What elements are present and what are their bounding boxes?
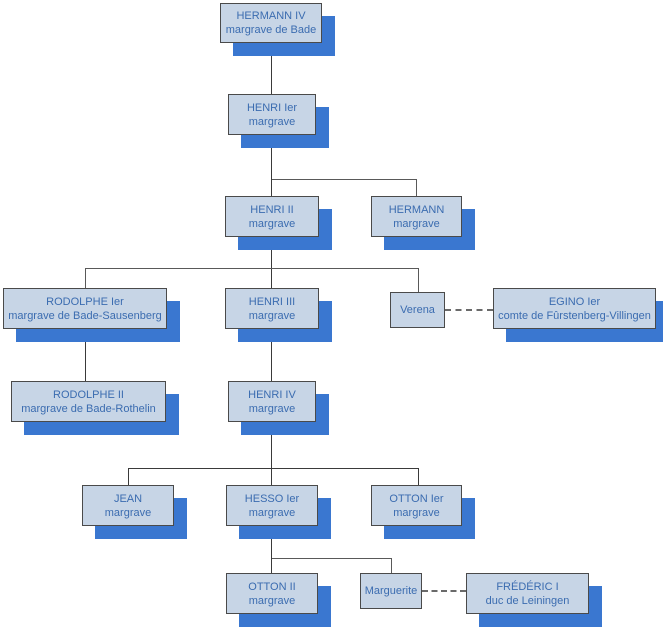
- node-label-secondary: margrave: [248, 402, 296, 415]
- marriage-marguerite-frederic1: [422, 590, 466, 592]
- node-label-secondary: margrave: [248, 309, 296, 322]
- node-label-secondary: margrave: [393, 217, 440, 230]
- connector-bus-henri2-children: [85, 268, 419, 269]
- node-label-primary: HENRI IV: [248, 388, 296, 401]
- connector-drop-verena: [418, 268, 419, 292]
- connector-henri3-henri4: [271, 329, 272, 381]
- node-label-primary: EGINO Ier: [548, 295, 601, 308]
- connector-drop-marguerite: [391, 558, 392, 573]
- node-label-secondary: margrave: [248, 594, 296, 607]
- node-label-primary: OTTON Ier: [389, 492, 444, 505]
- node-label-primary: HENRI III: [248, 295, 296, 308]
- connector-bus-hesso1-children: [272, 558, 392, 559]
- connector-henri2-down: [271, 237, 272, 288]
- connector-drop-jean: [128, 468, 129, 485]
- node-label-primary: OTTON II: [248, 580, 296, 593]
- node-label-primary: RODOLPHE Ier: [46, 295, 124, 308]
- node-label-secondary: margrave: [104, 506, 152, 519]
- node-label-primary: RODOLPHE II: [53, 388, 124, 401]
- node-label-secondary: duc de Leiningen: [485, 594, 570, 607]
- node-label-primary: JEAN: [113, 492, 143, 505]
- node-label-secondary: margrave de Bade-Rothelin: [21, 402, 156, 415]
- connector-rodolphe1-rodolphe2: [85, 329, 86, 381]
- node-label-primary: FRÉDÉRIC I: [496, 580, 559, 593]
- node-label-primary: HENRI II: [250, 203, 294, 216]
- connector-drop-rodolphe1: [85, 268, 86, 288]
- node-label-secondary: margrave de Bade: [225, 24, 317, 36]
- connector-hesso1-down: [271, 526, 272, 573]
- node-label-primary: Verena: [400, 304, 435, 316]
- connector-bus-henri1-children: [272, 179, 417, 180]
- node-label-primary: HERMANN IV: [236, 10, 306, 22]
- connector-hermann4-henri1: [271, 43, 272, 94]
- node-label-primary: HESSO Ier: [244, 492, 300, 505]
- node-label-primary: Marguerite: [364, 585, 418, 597]
- node-label-secondary: comte de Fûrstenberg-Villingen: [498, 309, 651, 322]
- node-label-primary: HENRI Ier: [246, 101, 298, 114]
- connector-drop-hermann: [416, 179, 417, 196]
- connector-henri4-down: [271, 422, 272, 485]
- node-label-secondary: margrave: [248, 506, 296, 519]
- connector-henri1-down: [271, 135, 272, 196]
- node-marguerite[interactable]: Marguerite: [360, 573, 422, 609]
- node-hermann4[interactable]: HERMANN IV margrave de Bade: [220, 3, 322, 43]
- node-label-secondary: margrave: [248, 217, 296, 230]
- connector-bus-henri4-children: [128, 468, 419, 469]
- node-label-primary: HERMANN: [388, 203, 445, 216]
- connector-drop-otton1: [418, 468, 419, 485]
- marriage-verena-egino1: [445, 309, 493, 311]
- node-label-secondary: margrave de Bade-Sausenberg: [8, 309, 162, 322]
- node-label-secondary: margrave: [393, 506, 440, 519]
- node-verena[interactable]: Verena: [390, 292, 445, 328]
- node-label-secondary: margrave: [248, 115, 296, 128]
